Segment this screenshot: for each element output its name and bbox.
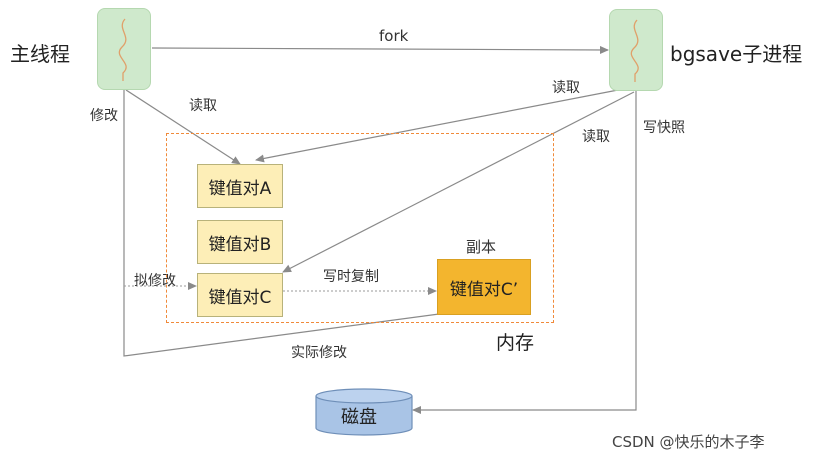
main-read-arrow <box>125 89 241 165</box>
write-snapshot-label: 写快照 <box>643 120 685 136</box>
fork-label: fork <box>379 27 409 45</box>
main-thread-process <box>97 8 151 90</box>
main-read-label: 读取 <box>189 98 217 114</box>
main-modify-label: 修改 <box>90 108 118 124</box>
child-read-c-arrow <box>282 91 635 273</box>
bgsave-child-label: bgsave子进程 <box>670 42 803 66</box>
disk-label: 磁盘 <box>341 407 377 428</box>
disk-cylinder <box>315 388 413 436</box>
watermark: CSDN @快乐的木子李 <box>612 433 765 451</box>
fork-arrow <box>151 45 609 54</box>
memory-label: 内存 <box>496 332 535 354</box>
process-wave-icon <box>118 18 127 81</box>
key-value-pair-c-copy: 键值对C’ <box>437 259 531 315</box>
copy-on-write-label: 写时复制 <box>323 269 379 285</box>
child-read-a-arrow <box>255 89 619 163</box>
bgsave-child-process <box>609 9 663 91</box>
intend-modify-label: 拟修改 <box>134 273 176 289</box>
child-read-label-1: 读取 <box>552 80 580 96</box>
main-thread-label: 主线程 <box>10 42 70 66</box>
key-value-pair-a: 键值对A <box>197 164 283 208</box>
child-read-label-2: 读取 <box>582 129 610 145</box>
key-value-pair-b: 键值对B <box>197 220 283 264</box>
copy-label: 副本 <box>466 238 497 256</box>
process-wave-icon <box>630 19 639 82</box>
write-snapshot-arrow <box>412 90 637 414</box>
memory-region <box>166 133 554 323</box>
actual-modify-arrow <box>123 90 485 357</box>
key-value-pair-c: 键值对C <box>197 273 283 317</box>
actual-modify-label: 实际修改 <box>291 345 347 361</box>
